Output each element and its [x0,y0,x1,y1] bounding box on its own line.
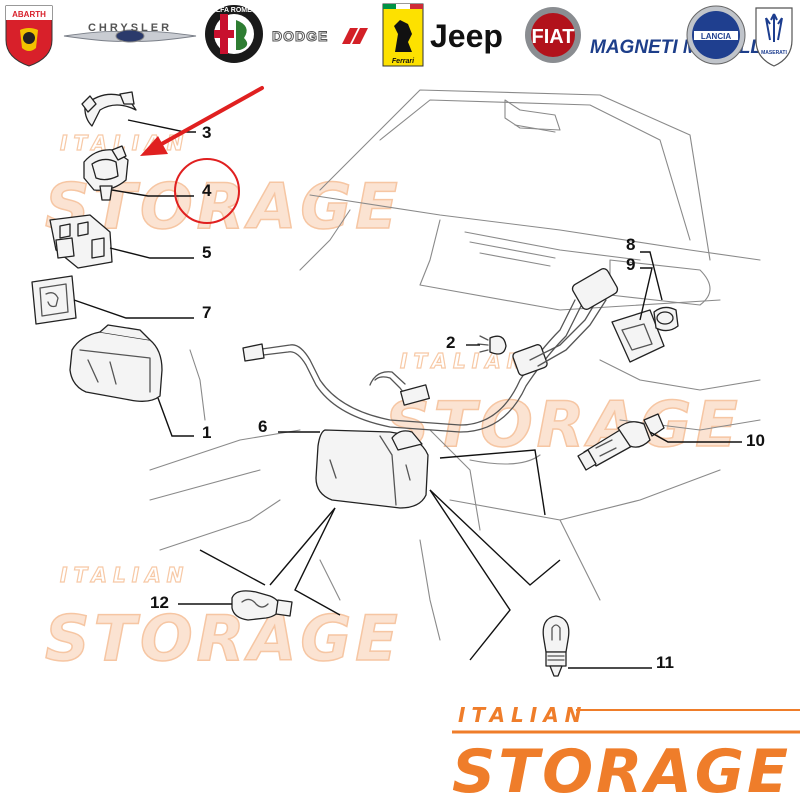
callout-2: 2 [446,333,455,352]
reference-lines [199,449,561,661]
wiring-harness [242,268,619,433]
part-9-bracket [611,309,665,363]
part-8-socket [653,306,679,332]
chrysler-logo: CHRYSLER [63,22,197,43]
fiat-logo: FIAT [525,7,581,63]
part-10-halogen-bulb [577,413,665,471]
watermark-3: ITALIAN STORAGE [44,562,402,675]
callout-labels: 3 4 5 7 1 2 6 8 9 10 11 12 [73,119,765,672]
callout-4: 4 [202,181,212,200]
highlight-circle [174,158,240,224]
callout-5: 5 [202,243,211,262]
svg-text:ALFA ROMEO: ALFA ROMEO [211,7,258,14]
dodge-logo: DODGE [272,28,368,45]
svg-text:CHRYSLER: CHRYSLER [88,22,172,34]
part-11-indicator-bulb [542,615,570,677]
harness-connector-end [242,343,265,362]
svg-text:ITALIAN: ITALIAN [60,563,189,587]
brand-bottom-word: STORAGE [452,737,791,800]
car-outline [149,89,761,641]
lamp-socket-connector [571,268,619,310]
svg-text:LANCIA: LANCIA [701,32,731,41]
logo-bar: ABARTH CHRYSLER ALFA ROMEO DODGE [5,3,793,67]
part-4-bulb-holder [83,145,129,201]
abarth-logo: ABARTH [5,5,53,67]
callout-7: 7 [202,303,211,322]
part-2-side-lamp [477,335,507,355]
brand-top-word: ITALIAN [458,703,587,727]
brand-footer: ITALIAN STORAGE [452,703,800,800]
svg-text:DODGE: DODGE [272,28,328,44]
part-7-gasket [31,275,77,325]
part-5-connector-block [49,214,113,269]
part-12-capless-bulb [231,590,293,621]
highlight-arrow [140,86,264,156]
ferrari-logo: Ferrari [382,3,424,67]
callout-3: 3 [202,123,211,142]
part-1-headlamp [69,324,163,402]
part-3-ring-clip [81,91,137,127]
callout-12: 12 [150,593,169,612]
svg-text:STORAGE: STORAGE [45,602,402,675]
svg-text:STORAGE: STORAGE [385,388,742,461]
svg-text:Jeep: Jeep [430,18,503,54]
svg-text:ABARTH: ABARTH [12,10,46,19]
callout-8: 8 [626,235,635,254]
callout-11: 11 [656,653,674,672]
callout-1: 1 [202,423,211,442]
callout-6: 6 [258,417,267,436]
svg-text:ITALIAN: ITALIAN [400,349,529,373]
callout-9: 9 [626,255,635,274]
svg-text:MASERATI: MASERATI [761,50,787,56]
watermark-2: ITALIAN STORAGE [384,348,742,461]
part-6-indicator-lamp [315,429,429,509]
maserati-logo: MASERATI [755,7,793,67]
alfa-romeo-logo: ALFA ROMEO [205,5,263,63]
svg-text:Ferrari: Ferrari [392,58,415,65]
jeep-logo: Jeep [430,18,503,54]
callout-10: 10 [746,431,765,450]
svg-text:FIAT: FIAT [532,26,575,48]
lancia-logo: LANCIA [686,5,746,65]
